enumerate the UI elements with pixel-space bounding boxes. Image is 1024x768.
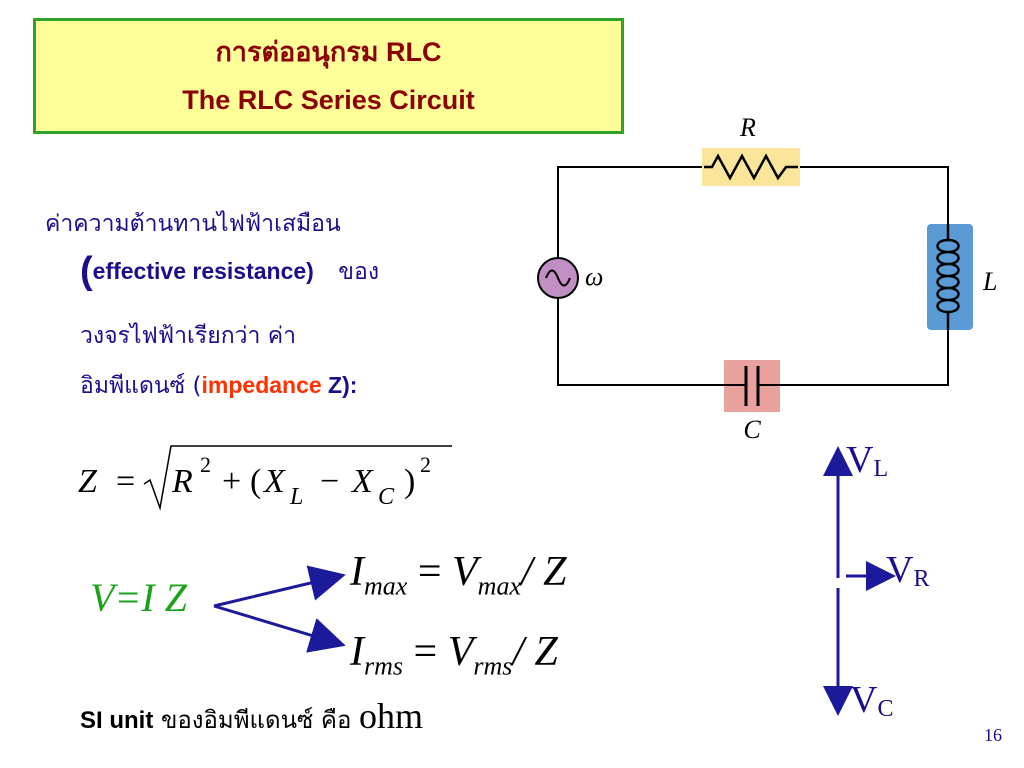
svg-text:X: X [262,463,286,500]
phasor-label-vl: VL [846,439,889,482]
label-r: R [739,113,756,142]
svg-text:2: 2 [200,452,211,477]
eq-z: Z [78,463,98,500]
sqrt-sign [143,445,452,511]
svg-text:−: − [320,463,339,500]
svg-text:R: R [171,463,193,500]
si-unit-bold: SI unit [80,707,154,734]
desc-paren: ( [80,250,93,292]
slide-number: 16 [984,725,1002,745]
svg-text:2: 2 [420,452,431,477]
branch-arrows [213,565,346,653]
label-omega: ω [585,262,603,291]
si-unit-ohm: ohm [359,696,424,736]
si-unit-line: SI unit ของอิมพีแดนซ์ คือ ohm [80,695,423,739]
phasor-label-vr: VR [886,549,930,592]
resistor-symbol [704,153,798,181]
title-thai: การต่ออนุกรม RLC [215,37,442,67]
title-box: การต่ออนุกรม RLC The RLC Series Circuit [33,18,624,134]
imax-equation: Imax = Vmax/ Z [350,549,567,601]
svg-text:+: + [222,463,241,500]
phasor-label-vc: VC [850,679,894,722]
label-l: L [982,267,997,296]
svg-text:X: X [350,463,374,500]
eq-equals: = [116,463,135,500]
phasor-diagram [823,446,896,716]
si-unit-thai: ของอิมพีแดนซ์ คือ [153,706,360,734]
svg-text:C: C [378,484,395,510]
ohms-law: V=I Z [90,575,187,620]
svg-text:(: ( [250,463,261,500]
arrow-to-imax [213,565,346,608]
svg-text:L: L [289,484,303,510]
desc-line-4: อิมพีแดนซ์ (impedance Z): [80,372,358,399]
label-c: C [743,415,761,444]
desc-line-2: (effective resistance) ของ [80,250,379,293]
circuit-wire-loop [557,166,949,386]
desc-effective-resistance: effective resistance) [92,258,314,284]
svg-text:): ) [404,463,415,500]
arrow-to-irms [213,604,346,653]
impedance-word: impedance [201,372,322,398]
desc-line-3: วงจรไฟฟ้าเรียกว่า ค่า [80,323,297,349]
irms-equation: Irms = Vrms/ Z [350,629,558,681]
impedance-equation: Z = R 2 + ( X L − X C ) 2 [78,445,452,511]
desc-of: ของ [338,259,380,285]
rlc-circuit-diagram: R L C ω [537,113,997,444]
title-english: The RLC Series Circuit [182,85,475,115]
desc-line-1: ค่าความต้านทานไฟฟ้าเสมือน [45,211,341,237]
